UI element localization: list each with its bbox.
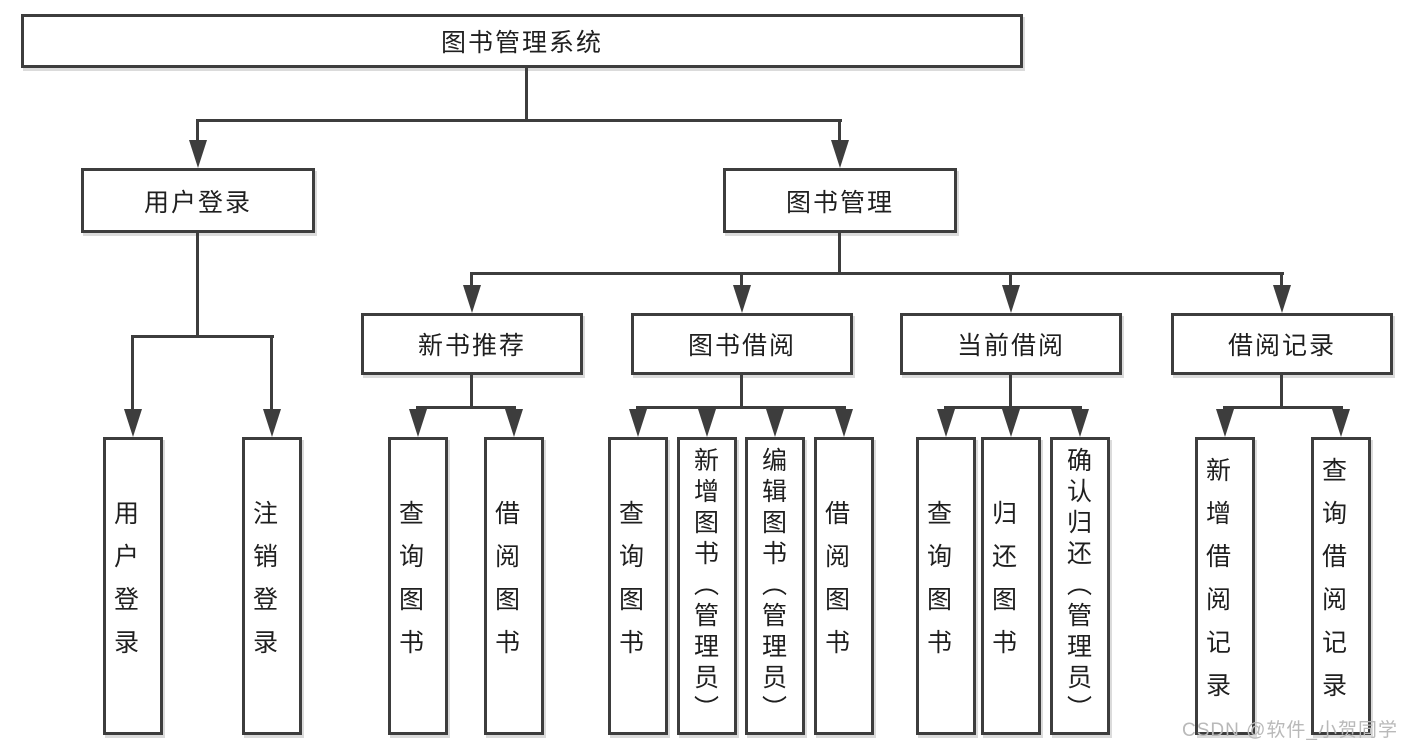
connector-line [470, 274, 473, 287]
connector-line [196, 233, 199, 337]
leaf-borrow-books: 借阅图书 [814, 437, 874, 735]
arrow-down-icon [1273, 285, 1291, 313]
leaf-query-books-current-label: 查询图书 [923, 500, 952, 672]
connector-line [270, 335, 273, 411]
arrow-down-icon [835, 409, 853, 437]
node-library-system: 图书管理系统 [21, 14, 1023, 68]
leaf-return-books-label: 归还图书 [988, 500, 1017, 672]
leaf-edit-books-admin: 编辑图书（管理员） [745, 437, 805, 735]
connector-line [196, 120, 199, 144]
arrow-down-icon [937, 409, 955, 437]
connector-line [740, 274, 743, 287]
leaf-return-books: 归还图书 [981, 437, 1041, 735]
leaf-borrow-books-label: 借阅图书 [821, 500, 850, 672]
arrow-down-icon [733, 285, 751, 313]
connector-line [1280, 375, 1283, 408]
leaf-query-borrow-record-label: 查询借阅记录 [1318, 457, 1347, 715]
leaf-logout-label: 注销登录 [249, 500, 278, 672]
leaf-query-books-recommend-label: 查询图书 [395, 500, 424, 672]
node-new-book-recommend-label: 新书推荐 [417, 332, 526, 360]
connector-line [525, 68, 528, 121]
connector-line [838, 233, 841, 274]
leaf-confirm-return-admin-label: 确认归还（管理员） [1063, 446, 1092, 726]
leaf-user-login-label: 用户登录 [110, 500, 139, 672]
leaf-logout: 注销登录 [242, 437, 302, 735]
leaf-user-login: 用户登录 [103, 437, 163, 735]
connector-line [470, 272, 1284, 275]
leaf-query-borrow-record: 查询借阅记录 [1311, 437, 1371, 735]
arrow-down-icon [263, 409, 281, 437]
connector-line [1009, 274, 1012, 287]
arrow-down-icon [463, 285, 481, 313]
arrow-down-icon [1216, 409, 1234, 437]
node-book-management: 图书管理 [723, 168, 957, 233]
leaf-confirm-return-admin: 确认归还（管理员） [1050, 437, 1110, 735]
leaf-add-books-admin: 新增图书（管理员） [677, 437, 737, 735]
connector-line [196, 119, 842, 122]
leaf-query-books-borrow: 查询图书 [608, 437, 668, 735]
arrow-down-icon [766, 409, 784, 437]
arrow-down-icon [1071, 409, 1089, 437]
node-new-book-recommend: 新书推荐 [361, 313, 583, 375]
arrow-down-icon [1002, 409, 1020, 437]
node-book-management-label: 图书管理 [785, 188, 894, 217]
arrow-down-icon [189, 140, 207, 168]
arrow-down-icon [505, 409, 523, 437]
csdn-watermark: CSDN @软件_小贺同学 [1182, 720, 1398, 741]
leaf-add-borrow-record: 新增借阅记录 [1195, 437, 1255, 735]
leaf-query-books-borrow-label: 查询图书 [615, 500, 644, 672]
node-borrowing-records: 借阅记录 [1171, 313, 1393, 375]
arrow-down-icon [698, 409, 716, 437]
connector-line [416, 406, 516, 409]
leaf-edit-books-admin-label: 编辑图书（管理员） [758, 446, 787, 726]
arrow-down-icon [831, 140, 849, 168]
leaf-add-books-admin-label: 新增图书（管理员） [690, 446, 719, 726]
arrow-down-icon [1332, 409, 1350, 437]
leaf-borrow-books-recommend-label: 借阅图书 [491, 500, 520, 672]
connector-line [131, 335, 134, 411]
arrow-down-icon [1002, 285, 1020, 313]
connector-line [636, 406, 846, 409]
node-book-borrowing: 图书借阅 [631, 313, 853, 375]
node-borrowing-records-label: 借阅记录 [1227, 332, 1336, 360]
node-user-login-label: 用户登录 [143, 188, 252, 217]
leaf-query-books-current: 查询图书 [916, 437, 976, 735]
connector-line [470, 375, 473, 408]
connector-line [131, 335, 274, 338]
leaf-add-borrow-record-label: 新增借阅记录 [1202, 457, 1231, 715]
connector-line [944, 406, 1082, 409]
arrow-down-icon [124, 409, 142, 437]
connector-line [1223, 406, 1343, 409]
leaf-query-books-recommend: 查询图书 [388, 437, 448, 735]
connector-line [1280, 274, 1283, 287]
leaf-borrow-books-recommend: 借阅图书 [484, 437, 544, 735]
node-book-borrowing-label: 图书借阅 [687, 332, 796, 360]
connector-line [740, 375, 743, 408]
node-current-borrowing: 当前借阅 [900, 313, 1122, 375]
connector-line [838, 120, 841, 144]
node-current-borrowing-label: 当前借阅 [956, 332, 1065, 360]
arrow-down-icon [409, 409, 427, 437]
connector-line [1009, 375, 1012, 408]
node-user-login: 用户登录 [81, 168, 315, 233]
node-library-system-label: 图书管理系统 [440, 29, 603, 57]
arrow-down-icon [629, 409, 647, 437]
